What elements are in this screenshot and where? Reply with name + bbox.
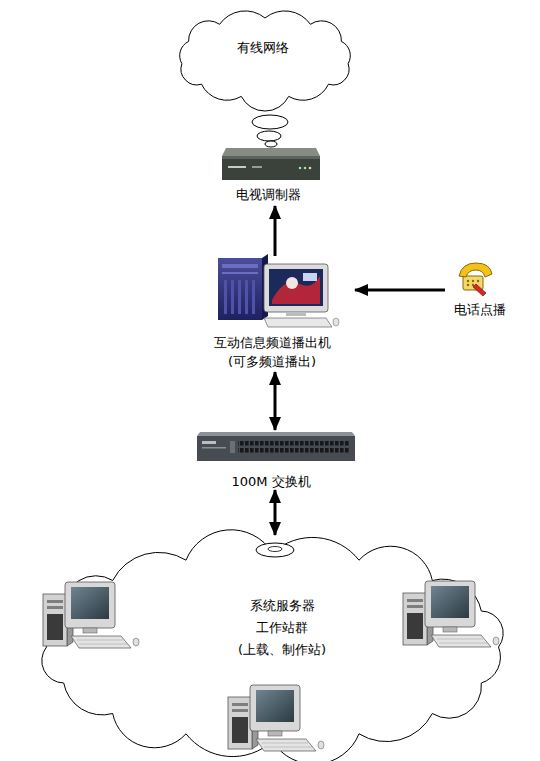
node-label: 系统服务器 工作站群 (上载、制作站) <box>232 595 332 661</box>
network-switch-part <box>230 441 235 453</box>
network-switch <box>197 432 355 461</box>
workstation <box>403 581 499 647</box>
modulator-device-part <box>304 167 307 170</box>
label-block: 互动信息频道播出机 (可多频道播出) <box>207 333 337 371</box>
server-computer-part <box>245 280 248 314</box>
label-block: 有线网络 <box>203 39 323 57</box>
server-computer-part <box>262 254 268 320</box>
server-computer-part <box>222 264 258 268</box>
phone-icon-part <box>472 280 474 282</box>
arrow-connector <box>355 289 445 292</box>
phone-icon-part <box>472 284 474 286</box>
server-computer-part <box>286 312 306 316</box>
cloud-node: 有线网络 <box>168 2 362 112</box>
phone-icon <box>459 263 492 296</box>
phone-icon-part <box>463 276 483 290</box>
label-block: 电视调制器 <box>218 186 318 204</box>
phone-node: 电话点播 <box>445 262 515 320</box>
thought-bubbles-part <box>257 131 281 141</box>
network-switch-part <box>202 441 216 444</box>
workstation <box>228 685 324 751</box>
server-computer-part <box>264 318 332 327</box>
network-switch-part <box>202 447 226 449</box>
workstation <box>43 582 139 648</box>
upload-disk <box>256 543 294 557</box>
label-block: 100M 交换机 <box>196 473 346 491</box>
upload-disk-part <box>256 543 294 557</box>
server-computer-part <box>252 280 255 314</box>
label-block: 电话点播 <box>445 301 515 319</box>
server-computer-part <box>333 318 339 326</box>
node-label: 互动信息频道播出机 (可多频道播出) <box>207 333 337 371</box>
device-node: 电视调制器 <box>215 146 325 206</box>
cloud-node: 系统服务器 工作站群 (上载、制作站) <box>25 535 520 758</box>
server-computer-part <box>238 280 241 314</box>
server-computer-part <box>264 264 328 312</box>
phone-icon-part <box>459 263 492 277</box>
server-computer-part <box>218 258 262 320</box>
phone-icon-part <box>467 284 469 286</box>
phone-icon-part <box>467 280 469 282</box>
modulator-device-part <box>309 167 312 170</box>
modulator-device <box>222 148 320 180</box>
thought-bubbles-part <box>265 141 277 147</box>
arrow-connector <box>274 490 277 535</box>
server-computer <box>218 254 339 327</box>
server-computer-part <box>286 277 298 289</box>
modulator-device-part <box>252 166 262 168</box>
network-switch-part <box>238 441 349 455</box>
modulator-device-part <box>299 167 302 170</box>
modulator-device-part <box>228 166 246 168</box>
modulator-device-part <box>222 148 320 156</box>
thought-bubbles-part <box>252 115 288 129</box>
device-node: 100M 交换机 <box>195 430 355 490</box>
server-computer-part <box>222 272 258 274</box>
network-switch-part <box>197 436 355 461</box>
modulator-device-part <box>222 156 320 180</box>
node-label: 电视调制器 <box>218 186 318 204</box>
network-switch-part <box>197 432 355 436</box>
node-label: 有线网络 <box>203 39 323 57</box>
phone-icon-part <box>473 284 486 296</box>
upload-disk-part <box>268 547 282 552</box>
cloud-shape <box>180 11 351 111</box>
server-computer-part <box>231 280 234 314</box>
cloud-outline <box>168 2 362 112</box>
server-computer-part <box>303 273 317 281</box>
node-label: 100M 交换机 <box>196 473 346 491</box>
label-block: 系统服务器 工作站群 (上载、制作站) <box>232 595 332 661</box>
server-computer-part <box>272 276 320 304</box>
cloud-shape <box>42 530 503 761</box>
modulator-device-part <box>222 156 320 159</box>
device-node: 互动信息频道播出机 (可多频道播出) <box>190 256 355 372</box>
arrow-connector <box>274 372 277 430</box>
phone-icon-part <box>477 280 479 282</box>
server-computer-part <box>224 280 227 314</box>
arrow-connector <box>274 206 277 256</box>
node-label: 电话点播 <box>445 301 515 319</box>
server-computer-part <box>269 269 323 306</box>
thought-bubbles <box>252 115 288 147</box>
